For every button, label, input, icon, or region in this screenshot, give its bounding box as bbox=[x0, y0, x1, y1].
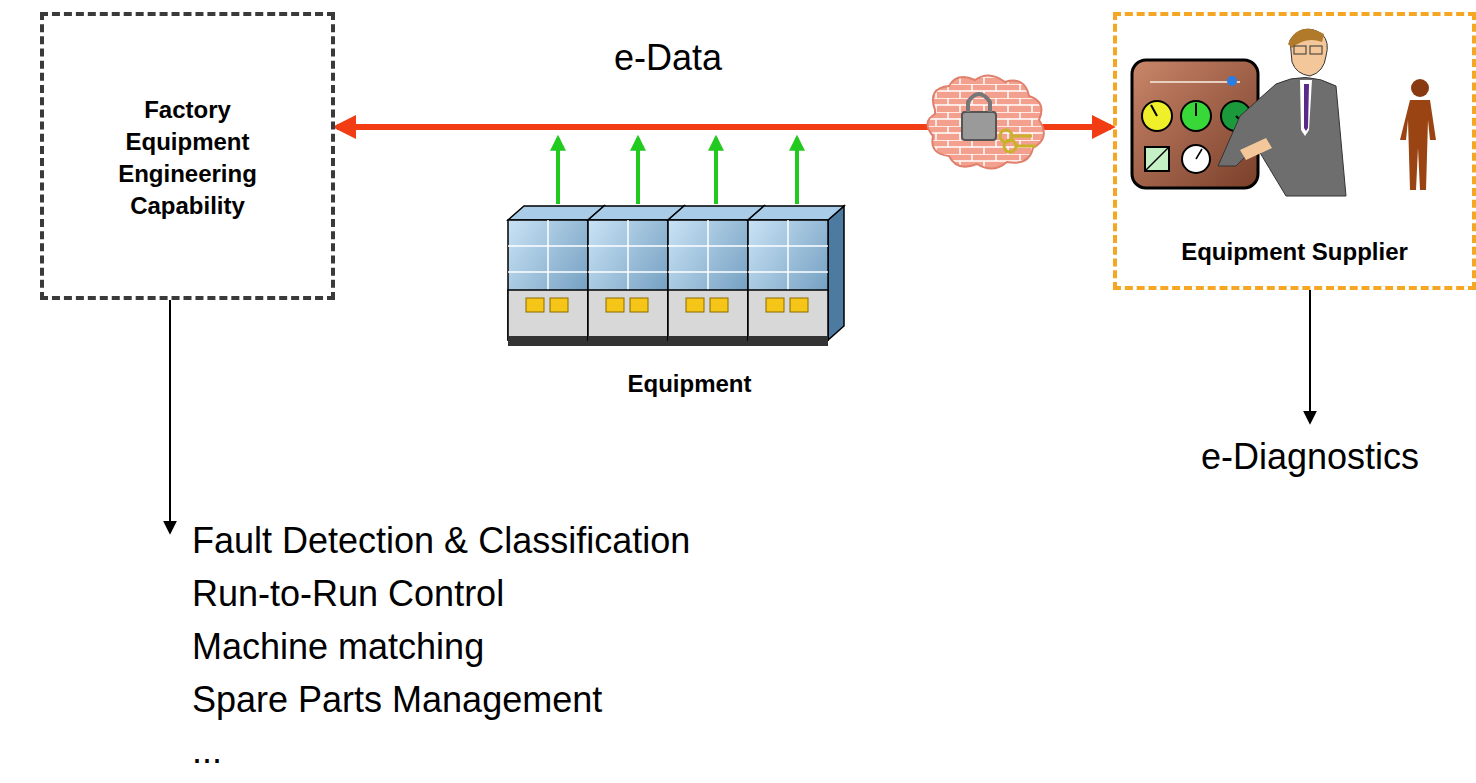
node-label: Equipment Supplier bbox=[1117, 236, 1472, 268]
data-arrow bbox=[556, 138, 560, 204]
leader-arrow bbox=[1309, 290, 1311, 422]
supplier-person bbox=[1218, 29, 1346, 196]
firewall-icon bbox=[927, 75, 1043, 168]
data-arrow bbox=[636, 138, 640, 204]
capability-item: Machine matching bbox=[192, 626, 484, 668]
leader-arrow bbox=[169, 300, 171, 532]
data-arrow bbox=[795, 138, 799, 204]
service-label: e-Diagnostics bbox=[1201, 436, 1419, 478]
equipment-cabinet bbox=[748, 206, 844, 346]
connector-label: e-Data bbox=[614, 37, 722, 79]
data-arrow bbox=[714, 138, 718, 204]
capability-item: ... bbox=[192, 730, 222, 772]
supplier-person bbox=[1400, 79, 1436, 190]
capability-item: Spare Parts Management bbox=[192, 679, 602, 721]
supplier-box: Equipment Supplier bbox=[1113, 12, 1476, 290]
capability-item: Fault Detection & Classification bbox=[192, 520, 690, 562]
equipment-group: Equipment bbox=[500, 200, 879, 412]
data-arrows bbox=[558, 138, 797, 204]
capability-item: Run-to-Run Control bbox=[192, 573, 504, 615]
node-label: Equipment bbox=[500, 368, 879, 400]
capability-box: Factory Equipment Engineering Capability bbox=[40, 12, 335, 300]
equipment-illustration bbox=[508, 206, 844, 346]
node-label: Factory Equipment Engineering Capability bbox=[93, 94, 283, 222]
